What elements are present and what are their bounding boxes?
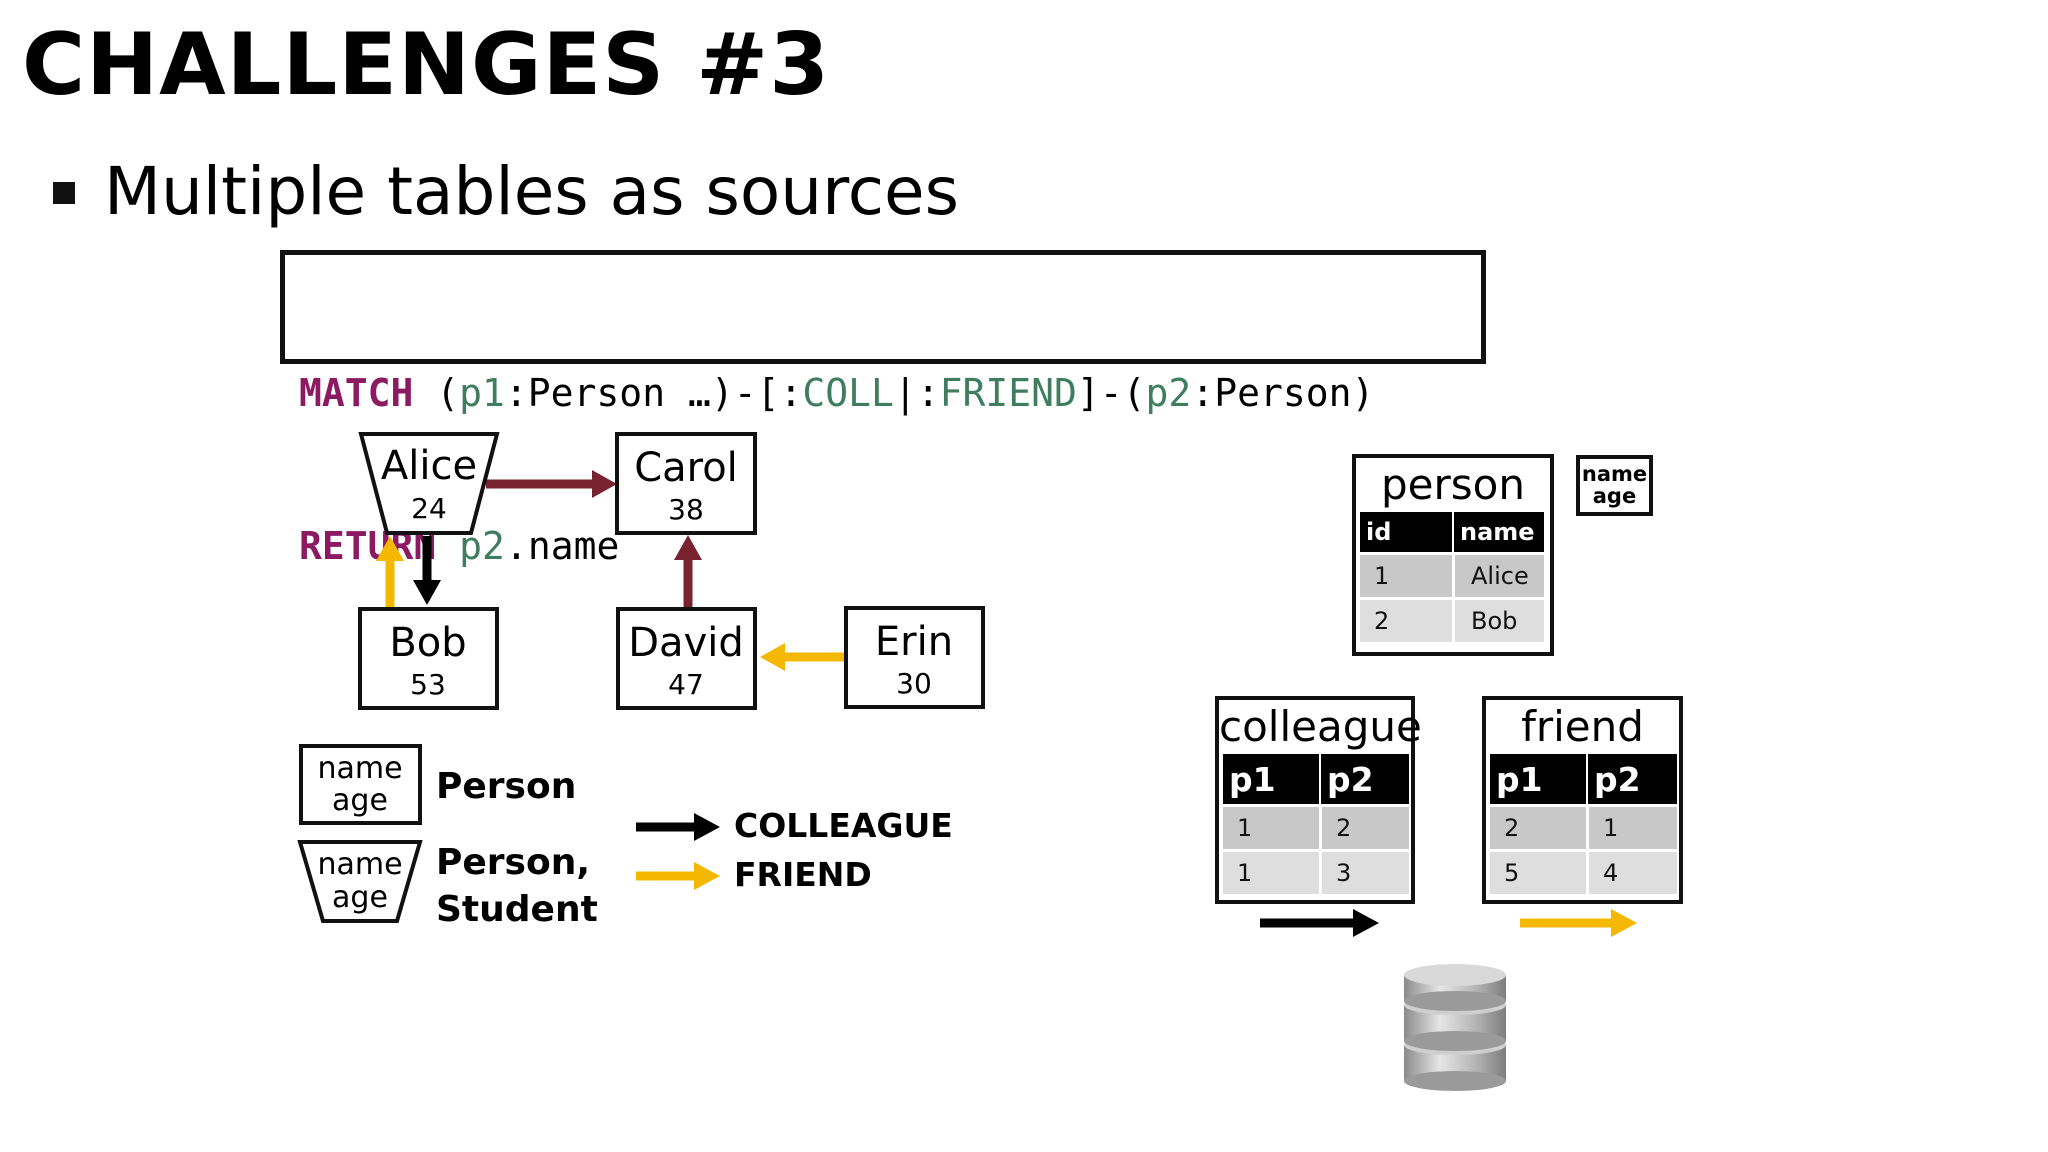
query-token: :Person …)-[: xyxy=(504,371,803,415)
node-carol-age: 38 xyxy=(668,493,704,526)
legend-student-label-1: Person, xyxy=(436,842,590,883)
edge-bob-alice-head xyxy=(376,536,404,561)
node-alice-age: 24 xyxy=(411,492,447,525)
query-token: p2 xyxy=(1145,371,1192,415)
table-cell: 1 xyxy=(1223,804,1319,849)
node-alice-name: Alice xyxy=(381,443,477,489)
legend-person-age: age xyxy=(332,783,388,818)
table-cell: 3 xyxy=(1319,849,1409,894)
colleague-table-name: colleague xyxy=(1219,702,1422,751)
friend-header-p1: p1 xyxy=(1490,754,1586,804)
colleague-table-arrow-head xyxy=(1353,909,1379,937)
legend-student-age: age xyxy=(332,880,388,915)
person-schema-age: age xyxy=(1592,484,1637,508)
table-cell: 1 xyxy=(1223,849,1319,894)
cypher-query-box: MATCH (p1:Person …)-[:COLL|:FRIEND]-(p2:… xyxy=(280,250,1486,568)
colleague-table: colleague p1 p2 1 2 1 3 xyxy=(1215,696,1422,904)
legend-friend-label: FRIEND xyxy=(734,855,872,894)
legend-student-box xyxy=(297,840,423,923)
colleague-header-p2: p2 xyxy=(1319,754,1409,804)
bullet-text: Multiple tables as sources xyxy=(104,153,960,230)
query-token: ]-( xyxy=(1076,371,1146,415)
legend-person-label: Person xyxy=(436,766,576,807)
edge-alice-bob-head xyxy=(413,580,441,605)
edge-erin-david-head xyxy=(760,643,785,671)
node-bob-age: 53 xyxy=(410,668,446,701)
query-token: MATCH xyxy=(299,371,414,415)
query-line-1: MATCH (p1:Person …)-[:COLL|:FRIEND]-(p2:… xyxy=(299,368,1481,419)
table-cell: 1 xyxy=(1586,804,1677,849)
node-david-name: David xyxy=(628,620,744,666)
friend-table-arrow-head xyxy=(1611,909,1637,937)
friend-table: friend p1 p2 2 1 5 4 xyxy=(1482,696,1683,904)
slide-title: CHALLENGES #3 xyxy=(22,15,831,115)
table-cell: 1 xyxy=(1360,552,1452,597)
node-erin-age: 30 xyxy=(896,667,932,700)
node-david-age: 47 xyxy=(668,668,704,701)
query-token: .name xyxy=(504,524,620,568)
table-cell: 5 xyxy=(1490,849,1586,894)
query-token: p1 xyxy=(459,371,505,415)
table-cell: 2 xyxy=(1319,804,1409,849)
bullet-marker xyxy=(53,182,75,204)
person-table-name: person xyxy=(1381,460,1525,509)
database-icon xyxy=(1404,964,1506,1091)
person-schema-box: name age xyxy=(1576,455,1653,516)
node-erin xyxy=(844,606,985,709)
legend-colleague-label: COLLEAGUE xyxy=(734,806,953,845)
table-cell: 2 xyxy=(1360,597,1452,642)
query-token: ( xyxy=(413,371,460,415)
legend-colleague-arrow-head xyxy=(694,813,720,841)
legend-student-name: name xyxy=(317,847,402,882)
table-cell: 4 xyxy=(1586,849,1677,894)
node-carol-name: Carol xyxy=(634,445,738,491)
query-token: FRIEND xyxy=(939,371,1077,415)
colleague-header-p1: p1 xyxy=(1223,754,1319,804)
node-alice xyxy=(358,432,500,535)
table-cell: 2 xyxy=(1490,804,1586,849)
friend-table-name: friend xyxy=(1521,702,1644,751)
query-token: :Person) xyxy=(1191,371,1375,415)
person-schema-name: name xyxy=(1581,462,1648,486)
friend-header-p2: p2 xyxy=(1586,754,1677,804)
person-header-name: name xyxy=(1452,512,1544,552)
person-header-id: id xyxy=(1360,512,1452,552)
person-table: person id name 1 Alice 2 Bob xyxy=(1352,454,1554,656)
node-bob-name: Bob xyxy=(389,620,466,666)
table-cell: Alice xyxy=(1452,552,1544,597)
node-bob xyxy=(358,607,499,710)
query-token: COLL xyxy=(802,371,894,415)
legend-student-label-2: Student xyxy=(436,889,598,930)
legend-friend-arrow-head xyxy=(694,862,720,890)
table-cell: Bob xyxy=(1452,597,1544,642)
node-erin-name: Erin xyxy=(875,619,953,665)
node-carol xyxy=(615,432,757,535)
query-token: |: xyxy=(893,371,940,415)
legend-person-box xyxy=(299,744,422,825)
legend-person-name: name xyxy=(317,751,402,786)
node-david xyxy=(616,607,757,710)
edge-alice-carol-head xyxy=(592,470,617,498)
edge-david-carol-head xyxy=(674,535,702,560)
